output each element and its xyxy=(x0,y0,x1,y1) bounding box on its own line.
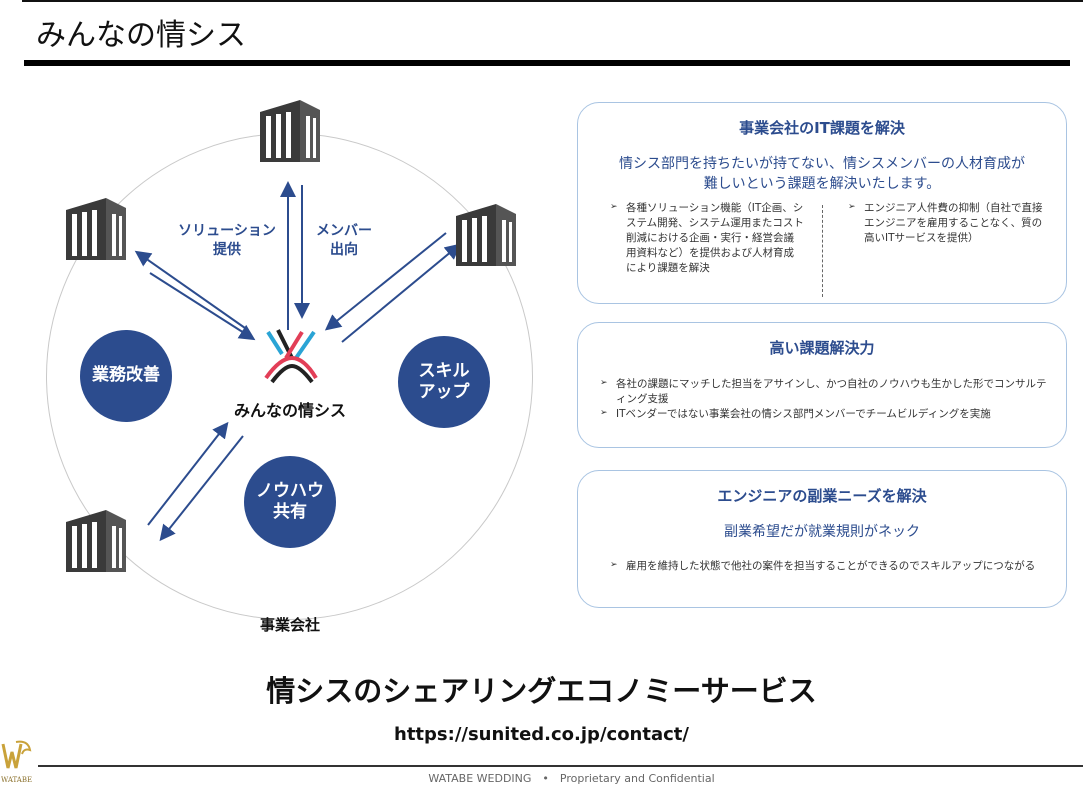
box-list: ➢雇用を維持した状態で他社の案件を担当することができるのでスキルアップにつながる xyxy=(606,559,1046,574)
building-icon xyxy=(260,100,320,162)
building-icon xyxy=(456,204,516,266)
box-problem-solving: 高い課題解決力 ➢各社の課題にマッチした担当をアサインし、かつ自社のノウハウも生… xyxy=(577,322,1067,448)
center-service-name: みんなの情シス xyxy=(233,401,346,420)
list-item: ➢雇用を維持した状態で他社の案件を担当することができるのでスキルアップにつながる xyxy=(610,560,1036,572)
svg-text:WATABE: WATABE xyxy=(1,776,32,784)
footer-text: WATABE WEDDING • Proprietary and Confide… xyxy=(428,772,715,785)
label-solution-provision: ソリューション 提供 xyxy=(178,223,276,258)
arrow-bullet-icon: ➢ xyxy=(600,378,608,388)
building-icon xyxy=(66,510,126,572)
circle-knowhow-sharing: ノウハウ 共有 xyxy=(244,456,336,548)
building-icon xyxy=(66,198,126,260)
flow-arrows xyxy=(134,181,462,542)
company-label: 事業会社 xyxy=(259,616,320,634)
circle-business-improvement: 業務改善 xyxy=(80,330,172,422)
title-underline xyxy=(24,60,1070,66)
box-title: 事業会社のIT課題を解決 xyxy=(739,119,905,137)
box-title: 高い課題解決力 xyxy=(769,339,875,357)
arrow-bullet-icon: ➢ xyxy=(610,202,618,212)
arrow-bullet-icon: ➢ xyxy=(610,560,618,570)
contact-url[interactable]: https://sunited.co.jp/contact/ xyxy=(394,724,689,745)
list-item: ➢ITベンダーではない事業会社の情シス部門メンバーでチームビルディングを実施 xyxy=(600,407,991,420)
box-list-right: ➢エンジニア人件費の抑制（自社で直接エンジニアを雇用することなく、質の高いITサ… xyxy=(844,201,1044,246)
list-item: ➢各種ソリューション機能（IT企画、システム開発、システム運用またコスト削減にお… xyxy=(610,202,804,274)
box-engineer-sidejob: エンジニアの副業ニーズを解決 副業希望だが就業規則がネック ➢雇用を維持した状態… xyxy=(577,470,1067,608)
minna-no-joshisu-logo xyxy=(264,329,318,384)
service-diagram: ソリューション 提供 メンバー 出向 業務改善 スキル アップ ノウハウ 共有 … xyxy=(0,80,560,660)
list-item: ➢各社の課題にマッチした担当をアサインし、かつ自社のノウハウも生かした形でコンサ… xyxy=(600,378,1047,405)
box-list: ➢各社の課題にマッチした担当をアサインし、かつ自社のノウハウも生かした形でコンサ… xyxy=(596,377,1052,422)
list-item: ➢エンジニア人件費の抑制（自社で直接エンジニアを雇用することなく、質の高いITサ… xyxy=(848,202,1043,244)
box-subtitle: 副業希望だが就業規則がネック xyxy=(724,524,920,540)
column-divider xyxy=(822,205,823,297)
box-list-left: ➢各種ソリューション機能（IT企画、システム開発、システム運用またコスト削減にお… xyxy=(606,201,804,276)
watabe-logo: WATABE xyxy=(0,738,36,791)
page-title: みんなの情シス xyxy=(36,18,246,53)
arrow-bullet-icon: ➢ xyxy=(848,202,856,212)
label-member-secondment: メンバー 出向 xyxy=(316,223,372,258)
main-heading: 情シスのシェアリングエコノミーサービス xyxy=(266,674,817,708)
footer-rule xyxy=(38,765,1083,767)
box-subtitle: 情シス部門を持ちたいが持てない、情シスメンバーの人材育成が 難しいという課題を解… xyxy=(619,156,1025,192)
circle-skill-up: スキル アップ xyxy=(398,336,490,428)
arrow-bullet-icon: ➢ xyxy=(600,407,608,418)
top-rule xyxy=(22,0,1083,2)
box-title: エンジニアの副業ニーズを解決 xyxy=(717,487,927,505)
box-it-issues: 事業会社のIT課題を解決 情シス部門を持ちたいが持てない、情シスメンバーの人材育… xyxy=(577,102,1067,304)
